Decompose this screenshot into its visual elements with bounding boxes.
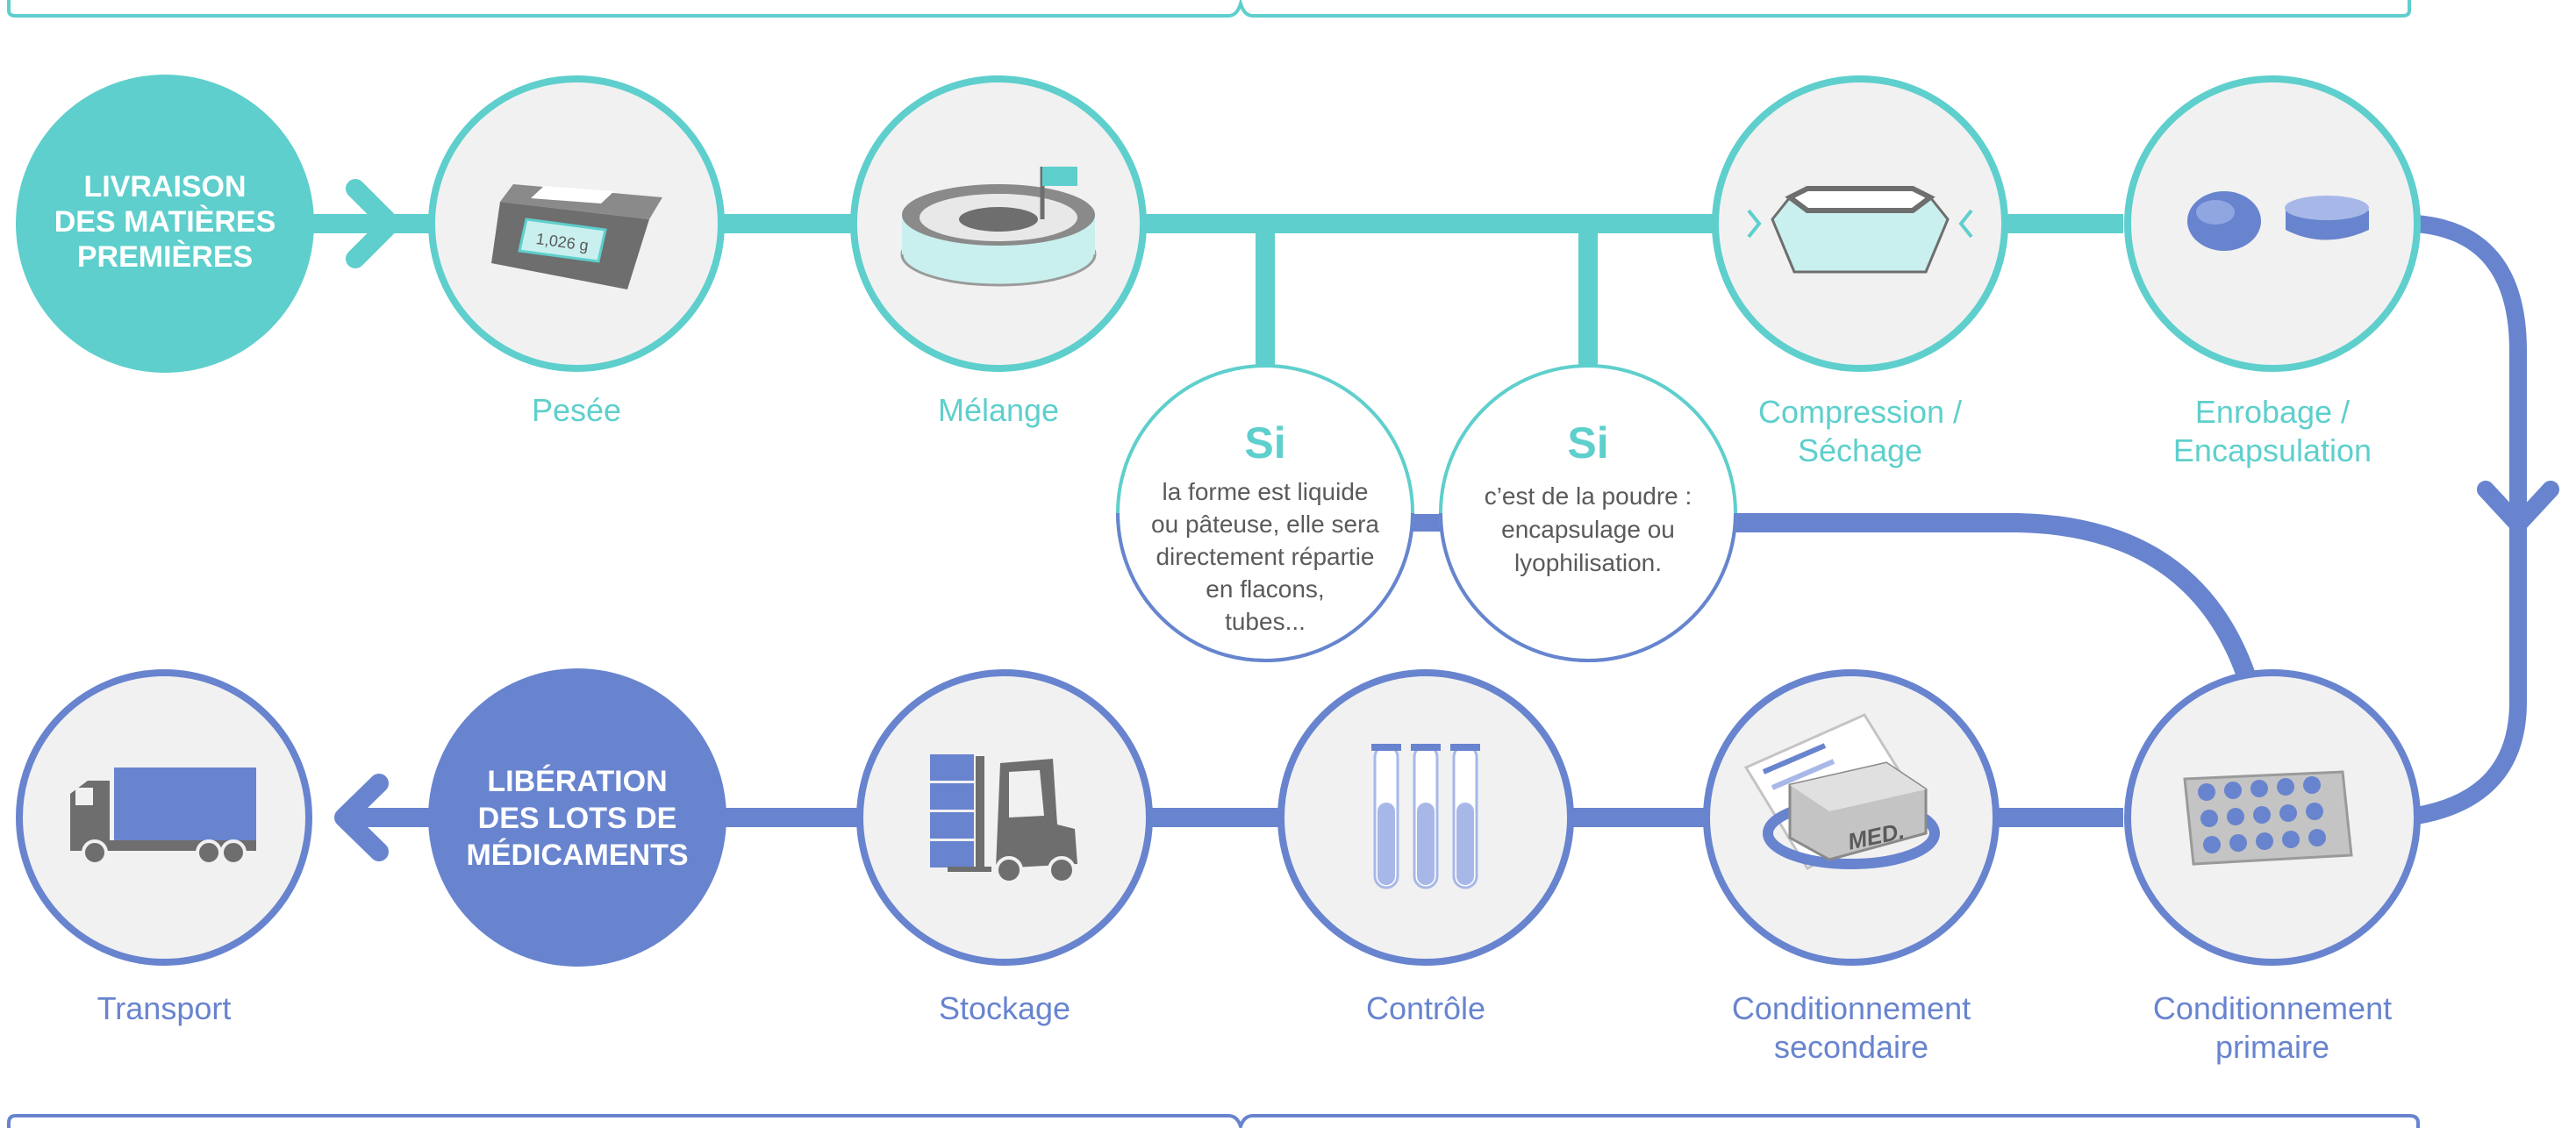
step-melange: Mélange	[850, 75, 1147, 428]
arrow-down-icon	[2477, 481, 2559, 533]
start-hub: LIVRAISON DES MATIÈRES PREMIÈRES	[16, 75, 314, 373]
step-enrobage-label-1: Enrobage /	[2195, 394, 2350, 430]
branch-liquide-title: Si	[1244, 418, 1285, 468]
step-pesee: 1,026 g Pesée	[428, 75, 725, 428]
mixer-icon	[900, 167, 1097, 287]
branch-poudre-line-1: c’est de la poudre :	[1485, 482, 1692, 510]
arrow-right-icon	[346, 179, 400, 268]
branch-liquide-line-5: tubes...	[1225, 608, 1306, 635]
step-transport: Transport	[16, 669, 312, 1026]
arrow-left-icon	[334, 774, 389, 861]
step-melange-label: Mélange	[938, 392, 1059, 428]
blister-pack-icon	[2183, 770, 2353, 866]
step-cond-primaire: Conditionnement primaire	[2124, 669, 2421, 1065]
step-stockage-label: Stockage	[939, 990, 1070, 1026]
step-enrobage-label-2: Encapsulation	[2173, 432, 2372, 468]
step-cond-secondaire-label-1: Conditionnement	[1732, 990, 1971, 1026]
branch-poudre: Si c’est de la poudre : encapsulage ou l…	[1439, 364, 1737, 662]
top-bracket	[7, 0, 2411, 18]
branch-liquide-line-3: directement répartie	[1156, 543, 1374, 570]
hub-start-line-1: LIVRAISON	[83, 170, 246, 203]
branch-liquide-line-1: la forme est liquide	[1162, 478, 1368, 505]
branch-liquide-line-4: en flacons,	[1206, 575, 1324, 603]
step-controle-label: Contrôle	[1366, 990, 1485, 1026]
bottom-bracket	[7, 1114, 2420, 1128]
scale-icon: 1,026 g	[491, 184, 662, 289]
step-compression-label-2: Séchage	[1798, 432, 1922, 468]
branch-poudre-line-2: encapsulage ou	[1501, 516, 1675, 543]
medicine-box-icon: MED.	[1743, 713, 1940, 870]
step-cond-secondaire-label-2: secondaire	[1774, 1029, 1928, 1065]
test-tubes-icon	[1371, 744, 1480, 889]
branch-liquide-line-2: ou pâteuse, elle sera	[1151, 510, 1379, 538]
branch-poudre-line-3: lyophilisation.	[1514, 549, 1662, 576]
capsules-icon	[2187, 191, 2369, 251]
truck-icon	[70, 767, 256, 866]
step-enrobage: Enrobage / Encapsulation	[2124, 75, 2421, 468]
hub-end-line-1: LIBÉRATION	[487, 765, 667, 798]
hub-end-line-2: DES LOTS DE	[478, 802, 677, 835]
step-cond-secondaire: MED. Conditionnement secondaire	[1703, 669, 2000, 1065]
compression-mold-icon	[1747, 186, 1973, 274]
step-compression: Compression / Séchage	[1712, 75, 2008, 468]
branch-liquide: Si la forme est liquide ou pâteuse, elle…	[1116, 364, 1414, 662]
step-stockage: Stockage	[856, 669, 1153, 1026]
step-cond-primaire-label-2: primaire	[2215, 1029, 2329, 1065]
end-hub: LIBÉRATION DES LOTS DE MÉDICAMENTS	[428, 668, 726, 967]
branch-poudre-title: Si	[1567, 418, 1608, 468]
step-compression-label-1: Compression /	[1758, 394, 1962, 430]
step-transport-label: Transport	[97, 990, 232, 1026]
hub-start-line-3: PREMIÈRES	[77, 240, 253, 274]
hub-end-line-3: MÉDICAMENTS	[466, 839, 688, 872]
step-controle: Contrôle	[1277, 669, 1574, 1026]
hub-start-line-2: DES MATIÈRES	[54, 205, 276, 239]
step-cond-primaire-label-1: Conditionnement	[2153, 990, 2392, 1026]
step-pesee-label: Pesée	[532, 392, 621, 428]
forklift-icon	[930, 754, 1077, 884]
